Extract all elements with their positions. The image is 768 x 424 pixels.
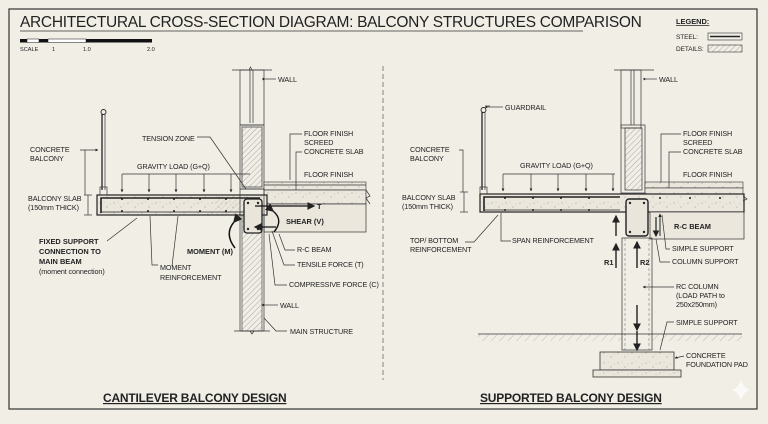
cantilever-section: CONCRETE BALCONY TENSION ZONE GRAVITY LO…: [28, 66, 379, 405]
gravity-load-arrows-right: [501, 174, 615, 192]
label-column-support: COLUMN SUPPORT: [672, 257, 739, 266]
caption-supported: SUPPORTED BALCONY DESIGN: [480, 391, 662, 405]
label-floor-finish-left: FLOOR FINISH: [304, 129, 353, 138]
label-screed-right: SCREED: [683, 138, 712, 147]
label-r2: R2: [640, 258, 649, 267]
label-compressive-force: COMPRESSIVE FORCE (C): [289, 280, 379, 289]
legend-details-swatch: [707, 44, 743, 53]
guardrail-left: [100, 109, 107, 115]
label-concrete-balcony-1-right: CONCRETE: [410, 145, 450, 154]
legend-heading: LEGEND:: [676, 17, 709, 26]
label-moment-reinf-2: REINFORCEMENT: [160, 273, 222, 282]
shear-arrow: [264, 203, 280, 233]
page-title: ARCHITECTURAL CROSS-SECTION DIAGRAM: BAL…: [20, 14, 642, 31]
gravity-load-arrows-left: [120, 174, 233, 193]
moment-arrow: [228, 213, 243, 249]
label-shear: SHEAR (V): [286, 217, 324, 226]
label-guardrail: GUARDRAIL: [505, 103, 546, 112]
label-rc-column-3: 250x250mm): [676, 300, 717, 309]
scale-bar: SCALE 1 1.0 2.0: [20, 38, 155, 53]
label-rc-column-2: (LOAD PATH to: [676, 291, 725, 300]
label-tension-t: T: [317, 202, 322, 211]
legend-details-label: DETAILS:: [676, 46, 704, 53]
drawing-frame: [8, 8, 758, 410]
label-rc-beam-left: R-C BEAM: [297, 245, 331, 254]
label-fixed-support-2: CONNECTION TO: [39, 247, 101, 256]
label-rc-column-1: RC COLUMN: [676, 282, 719, 291]
label-concrete-balcony-1: CONCRETE: [30, 145, 70, 154]
label-fixed-support-4: (moment connection): [39, 267, 105, 276]
label-floor-finish-right: FLOOR FINISH: [683, 129, 732, 138]
label-r1: R1: [604, 258, 613, 267]
label-floor-finish-2-right: FLOOR FINISH: [683, 170, 732, 179]
foundation-pad: [599, 351, 675, 371]
label-concrete-slab-left: CONCRETE SLAB: [304, 147, 364, 156]
label-simple-support: SIMPLE SUPPORT: [672, 244, 734, 253]
legend: LEGEND: STEEL: DETAILS:: [676, 17, 743, 53]
scale-label: SCALE: [20, 47, 39, 53]
label-wall-top-right: WALL: [659, 75, 678, 84]
label-balcony-slab-1-left: BALCONY SLAB: [28, 194, 82, 203]
caption-cantilever: CANTILEVER BALCONY DESIGN: [103, 391, 286, 405]
guardrail-right: [480, 107, 487, 113]
beam-cage-right: [625, 198, 649, 237]
beam-cage-left: [243, 198, 263, 234]
label-screed-left: SCREED: [304, 138, 333, 147]
label-concrete-slab-right: CONCRETE SLAB: [683, 147, 743, 156]
label-gravity-load-left: GRAVITY LOAD (G+Q): [137, 162, 210, 171]
label-concrete-balcony-2: BALCONY: [30, 154, 64, 163]
label-balcony-slab-1-right: BALCONY SLAB: [402, 193, 456, 202]
wall-hatch-upper: [241, 126, 263, 188]
label-foundation-1: CONCRETE: [686, 351, 726, 360]
label-wall-bottom-left: WALL: [280, 301, 299, 310]
label-moment: MOMENT (M): [187, 247, 234, 256]
label-top-bottom-2: REINFORCEMENT: [410, 245, 472, 254]
scale-tick-1: 1: [52, 47, 55, 53]
scale-tick-3: 2.0: [147, 47, 155, 53]
label-simple-support-2: SIMPLE SUPPORT: [676, 318, 738, 327]
label-gravity-load-right: GRAVITY LOAD (G+Q): [520, 161, 593, 170]
label-moment-reinf-1: MOMENT: [160, 263, 192, 272]
label-rc-beam-right: R-C BEAM: [674, 222, 711, 231]
label-balcony-slab-2-right: (150mm THICK): [402, 202, 453, 211]
wall-hatch-right: [624, 127, 643, 191]
label-floor-finish-2-left: FLOOR FINISH: [304, 170, 353, 179]
label-tension-zone: TENSION ZONE: [142, 134, 195, 143]
label-fixed-support-1: FIXED SUPPORT: [39, 237, 99, 246]
scale-tick-2: 1.0: [83, 47, 91, 53]
balcony-slab-right: [479, 193, 745, 213]
label-balcony-slab-2-left: (150mm THICK): [28, 203, 79, 212]
label-span-reinf: SPAN REINFORCEMENT: [512, 236, 595, 245]
label-concrete-balcony-2-right: BALCONY: [410, 154, 444, 163]
rc-beam-right: [649, 211, 745, 240]
label-fixed-support-3: MAIN BEAM: [39, 257, 82, 266]
supported-section: WALL GUARDRAIL CONCRETE BALCONY FLOOR FI…: [402, 69, 748, 405]
label-wall-top-left: WALL: [278, 75, 297, 84]
sparkle-icon: [732, 379, 750, 401]
label-foundation-2: FOUNDATION PAD: [686, 360, 748, 369]
label-tensile-force: TENSILE FORCE (T): [297, 260, 364, 269]
legend-steel-swatch: [707, 32, 743, 41]
label-top-bottom-1: TOP/ BOTTOM: [410, 236, 458, 245]
label-main-structure: MAIN STRUCTURE: [290, 327, 353, 336]
legend-steel-label: STEEL:: [676, 34, 698, 41]
